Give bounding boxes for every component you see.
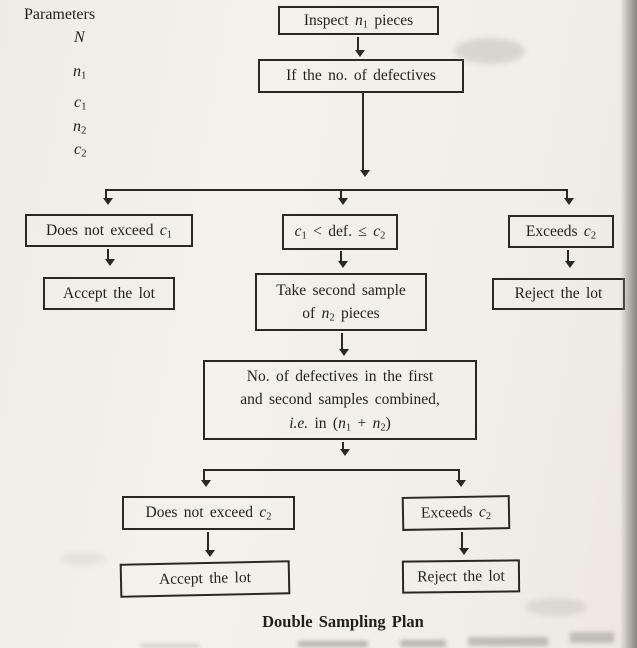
param-n2: n2 bbox=[73, 118, 87, 137]
ghost-text-fragment bbox=[570, 632, 614, 643]
node-label: Reject the lot bbox=[514, 285, 603, 303]
arrow-to-accept-1 bbox=[105, 249, 115, 266]
arrow-to-second-sample bbox=[338, 251, 348, 268]
scan-smudge bbox=[60, 553, 106, 565]
node-not-exceed-c1: Does not exceed c1 bbox=[25, 214, 193, 247]
node-reject-2: Reject the lot bbox=[401, 559, 521, 594]
figure-caption: Double Sampling Plan bbox=[262, 612, 424, 631]
arrow-inspect-to-defectives bbox=[355, 37, 365, 57]
arrow-branch-right bbox=[564, 189, 574, 205]
node-exceeds-c2-bottom: Exceeds c2 bbox=[401, 495, 511, 531]
arrow-to-combined bbox=[339, 333, 349, 356]
node-exceeds-c2-top: Exceeds c2 bbox=[508, 215, 614, 248]
param-n1: n1 bbox=[73, 63, 87, 82]
node-label: Accept the lot bbox=[63, 284, 155, 302]
ghost-text-fragment bbox=[468, 637, 548, 646]
node-label: Exceeds c2 bbox=[525, 222, 597, 242]
branch-line-top bbox=[105, 189, 568, 191]
ghost-text-fragment bbox=[140, 644, 200, 648]
scan-smudge bbox=[455, 38, 525, 64]
node-label: Take second sample of n2 pieces bbox=[276, 281, 406, 324]
node-label: c1 < def. ≤ c2 bbox=[294, 223, 386, 242]
node-label: If the no. of defectives bbox=[286, 67, 436, 85]
param-c1: c1 bbox=[74, 94, 87, 113]
arrow-combined-to-branch bbox=[340, 442, 350, 456]
node-not-exceed-c2: Does not exceed c2 bbox=[122, 496, 295, 530]
arrow-to-reject-2 bbox=[459, 532, 469, 555]
node-defectives: If the no. of defectives bbox=[258, 59, 464, 93]
arrow-to-reject-1 bbox=[565, 250, 575, 268]
node-inspect: Inspect n1 pieces bbox=[278, 6, 439, 35]
arrow-branch2-left bbox=[201, 469, 211, 487]
parameters-title: Parameters bbox=[24, 6, 96, 23]
node-reject-1: Reject the lot bbox=[492, 278, 625, 310]
arrow-branch-middle bbox=[338, 190, 348, 205]
arrow-branch2-right bbox=[456, 469, 466, 487]
param-c2: c2 bbox=[74, 141, 87, 160]
arrow-defectives-to-branch bbox=[360, 93, 370, 177]
node-label: Exceeds c2 bbox=[420, 503, 492, 523]
param-N: N bbox=[74, 29, 85, 46]
page-edge-shadow bbox=[620, 0, 637, 648]
arrow-branch-left bbox=[103, 189, 113, 205]
node-label: Does not exceed c1 bbox=[46, 221, 172, 241]
node-label: Inspect n1 pieces bbox=[303, 11, 414, 31]
node-accept-1: Accept the lot bbox=[43, 277, 175, 310]
ghost-text-fragment bbox=[400, 640, 446, 647]
scan-smudge bbox=[525, 598, 587, 616]
node-label: Accept the lot bbox=[158, 569, 252, 589]
node-label: Does not exceed c2 bbox=[145, 504, 272, 523]
node-label: Reject the lot bbox=[417, 567, 505, 586]
ghost-text-fragment bbox=[298, 641, 368, 647]
node-second-sample: Take second sample of n2 pieces bbox=[255, 273, 427, 331]
node-accept-2: Accept the lot bbox=[119, 560, 291, 598]
arrow-to-accept-2 bbox=[205, 532, 215, 557]
node-between-c1-c2: c1 < def. ≤ c2 bbox=[282, 214, 398, 250]
node-combined: No. of defectives in the first and secon… bbox=[203, 360, 477, 440]
branch-line-bottom bbox=[203, 469, 460, 471]
node-label: No. of defectives in the first and secon… bbox=[240, 368, 440, 434]
